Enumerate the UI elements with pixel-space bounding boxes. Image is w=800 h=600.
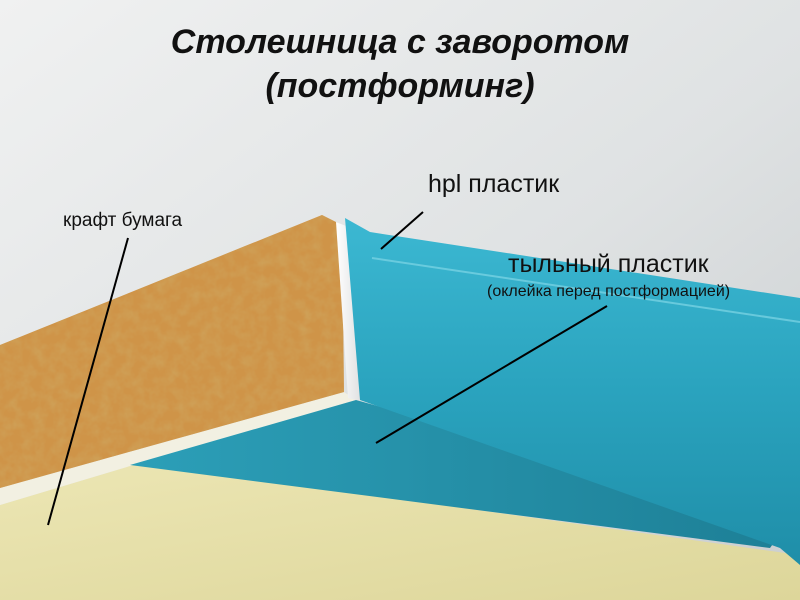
leader-line-hpl: [380, 211, 424, 250]
label-hpl-plastic: hpl пластик: [428, 170, 560, 198]
leader-line-back: [375, 305, 608, 444]
label-back-plastic: тыльный пластик: [508, 250, 709, 278]
label-kraft-paper: крафт бумага: [63, 210, 183, 231]
diagram-title-line2: (постформинг): [265, 67, 535, 105]
diagram-title-line1: Столешница с заворотом: [170, 23, 630, 61]
label-back-plastic-note: (оклейка перед постформацией): [487, 283, 731, 300]
worktop-underside: [0, 463, 800, 600]
bottom-kraft-edge: [0, 392, 356, 505]
hpl-edge-highlight: [371, 257, 800, 323]
leader-line-kraft: [47, 237, 129, 526]
back-plastic-panel: [130, 400, 790, 548]
